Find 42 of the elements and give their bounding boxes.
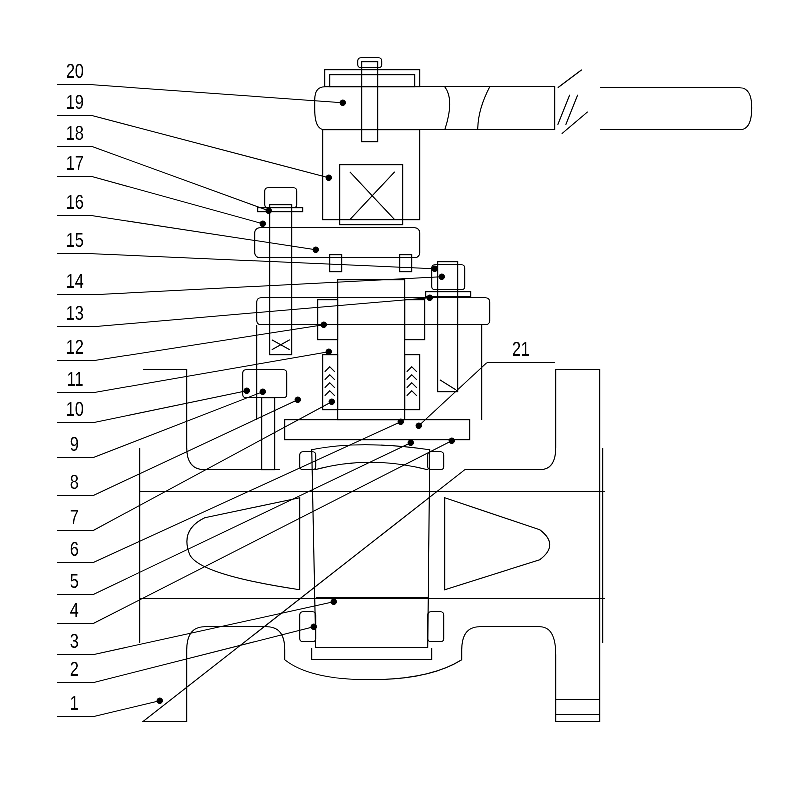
callout-number: 1	[57, 693, 93, 717]
callout-number: 8	[57, 472, 93, 496]
leader-line	[92, 116, 332, 182]
callout-number: 16	[57, 192, 93, 216]
callout-number: 18	[57, 123, 93, 147]
leader-line	[92, 388, 266, 458]
callout-number: 5	[57, 571, 93, 595]
callout-number: 4	[57, 600, 93, 624]
leader-line	[92, 398, 336, 532]
callout-number: 11	[57, 369, 93, 393]
callout-number: 20	[57, 61, 93, 85]
callout-number: 3	[57, 631, 93, 655]
leader-line	[92, 388, 250, 424]
callout-number: 9	[57, 434, 93, 458]
leader-line	[92, 598, 338, 656]
leader-line	[92, 322, 328, 362]
leader-line	[92, 418, 404, 564]
callout-number: 15	[57, 230, 93, 254]
callout-number: 21	[487, 339, 555, 363]
leader-line	[92, 438, 456, 624]
leader-line	[92, 348, 332, 394]
leader-line	[416, 362, 488, 430]
leader-line	[92, 274, 446, 296]
leader-line	[92, 84, 346, 106]
leader-line	[92, 624, 318, 684]
leader-line	[92, 254, 438, 272]
leader-line	[92, 216, 320, 254]
leader-line	[92, 440, 414, 596]
callout-number: 2	[57, 659, 93, 683]
callout-number: 14	[57, 271, 93, 295]
callout-number: 6	[57, 539, 93, 563]
callout-number: 7	[57, 507, 93, 531]
callout-number: 10	[57, 399, 93, 423]
leader-line	[92, 146, 272, 214]
callout-number: 17	[57, 153, 93, 177]
callout-number: 19	[57, 92, 93, 116]
callout-number: 13	[57, 303, 93, 327]
leader-line	[92, 294, 434, 328]
leader-line	[92, 698, 164, 718]
leader-line	[92, 396, 302, 496]
leader-line	[92, 176, 266, 228]
callout-number: 12	[57, 337, 93, 361]
